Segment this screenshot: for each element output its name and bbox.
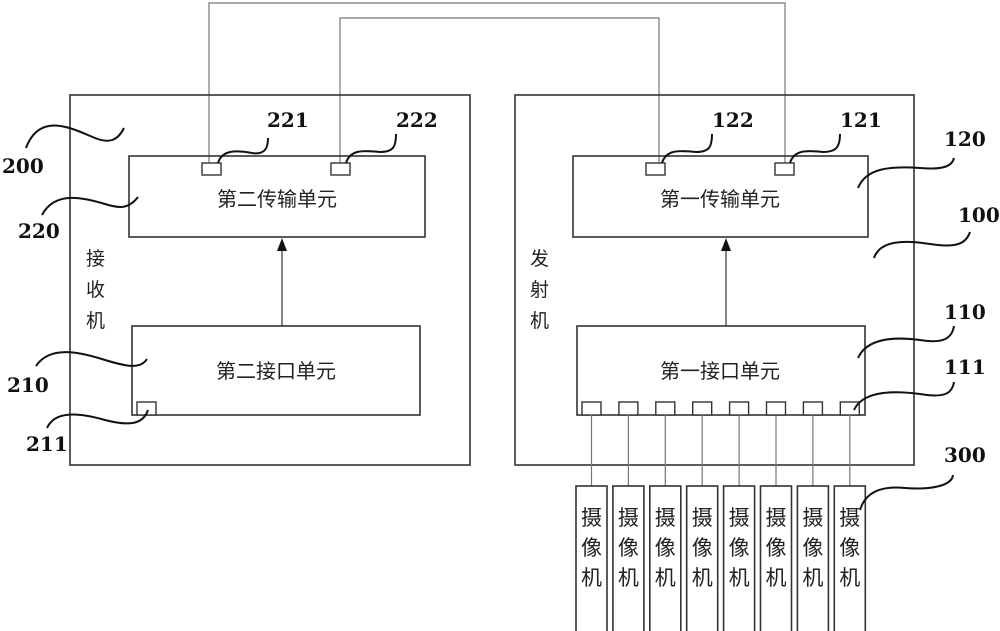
camera-box [722,485,756,631]
ref-122: 122 [712,108,754,132]
ref-200: 200 [2,154,44,178]
second-transmission-unit-label: 第二传输单元 [217,187,337,211]
camera-box [796,485,830,631]
camera-label-char: 摄 [618,506,639,530]
leader-111 [853,381,955,411]
camera-label-char: 机 [618,566,639,590]
port-111 [692,401,713,416]
ref-211: 211 [26,432,68,456]
port-111 [618,401,639,416]
camera-label-char: 机 [729,566,750,590]
leader-121 [789,133,841,164]
camera-label-char: 机 [802,566,823,590]
port-221 [201,162,222,176]
ref-110: 110 [944,300,986,324]
port-111 [802,401,824,416]
wire-221-to-121 [208,2,786,163]
leader-221 [217,137,269,164]
second-interface-unit [131,325,421,416]
camera-label-char: 机 [839,566,860,590]
port-111 [655,401,676,416]
leader-120 [857,157,955,189]
camera-label-char: 摄 [766,506,787,530]
transmitter-label-char: 机 [530,310,549,332]
port-111 [581,401,602,416]
ref-111: 111 [944,355,986,379]
camera-box [648,485,682,631]
port-122 [645,162,666,176]
first-interface-unit-label: 第一接口单元 [660,359,780,383]
ref-220: 220 [18,219,60,243]
camera-label-char: 像 [766,536,787,560]
leader-122 [661,133,713,164]
camera-label-char: 摄 [581,506,602,530]
ref-210: 210 [7,373,49,397]
camera-label-char: 摄 [655,506,676,530]
leader-222 [345,133,397,164]
camera-label-char: 摄 [802,506,823,530]
transmitter-label-char: 发 [530,248,549,270]
port-111 [839,401,860,416]
ref-100: 100 [958,203,1000,227]
ref-222: 222 [396,108,438,132]
camera-label-char: 机 [581,566,602,590]
camera-label-char: 像 [581,536,602,560]
camera-box [612,485,645,631]
receiver-label-char: 机 [86,310,105,332]
leader-300 [859,474,954,511]
leader-100 [873,231,971,259]
second-transmission-unit [128,155,426,238]
port-111 [728,401,750,416]
camera-label-char: 摄 [839,506,860,530]
camera-label-char: 像 [729,536,750,560]
camera-label-char: 机 [766,566,787,590]
receiver-box [69,94,471,466]
ref-120: 120 [944,127,986,151]
leader-220 [41,196,139,216]
camera-box [833,485,867,631]
camera-box [685,485,719,631]
first-interface-ports [581,401,860,416]
receiver-label-char: 收 [86,279,105,301]
camera-label-char: 像 [655,536,676,560]
first-transmission-unit [572,155,869,238]
leader-211 [46,409,149,429]
leader-110 [857,325,955,359]
leader-210 [35,351,148,367]
camera-label-char: 机 [655,566,676,590]
arrow-head-receiver [277,238,287,251]
port-121 [774,162,795,176]
ref-221: 221 [267,108,309,132]
transmitter-box [514,94,915,466]
camera-label-char: 像 [618,536,639,560]
camera-box [759,485,793,631]
camera-label-char: 像 [692,536,713,560]
camera-label-char: 像 [802,536,823,560]
arrow-head-transmitter [721,238,731,251]
port-222 [330,162,351,176]
transmitter-label-char: 射 [530,279,549,301]
ref-121: 121 [840,108,882,132]
first-transmission-unit-label: 第一传输单元 [660,187,780,211]
ref-300: 300 [944,443,986,467]
wire-222-to-122 [339,17,660,163]
leader-200 [25,124,125,149]
second-interface-unit-label: 第二接口单元 [216,359,336,383]
camera-label-char: 机 [692,566,713,590]
receiver-label-char: 接 [86,248,105,270]
camera-box [575,485,608,631]
camera-label-char: 摄 [692,506,713,530]
port-111 [765,401,787,416]
camera-label-char: 摄 [729,506,750,530]
first-interface-unit [576,325,866,416]
camera-label-char: 像 [839,536,860,560]
